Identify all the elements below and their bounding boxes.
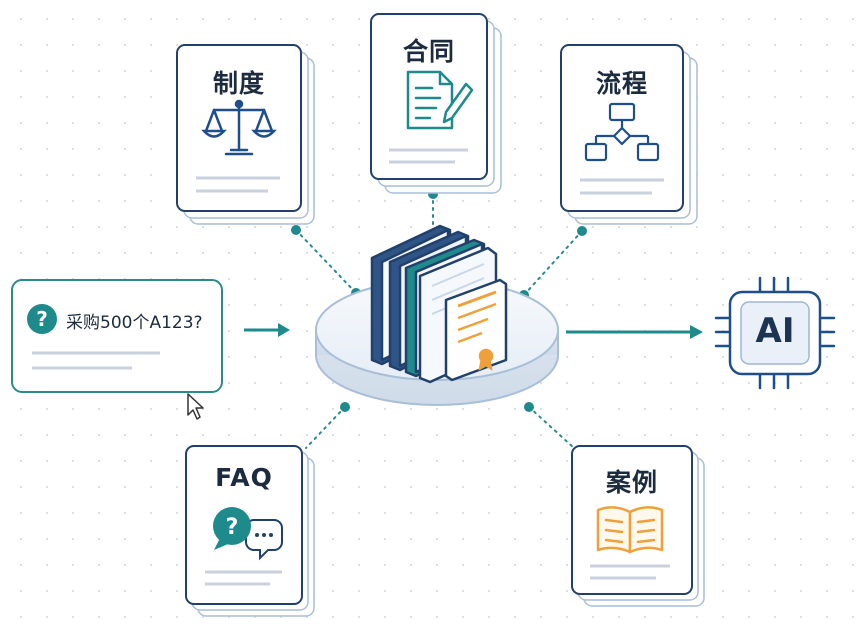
doc-title-process: 流程: [595, 69, 648, 98]
ai-chip-icon: [714, 276, 836, 390]
arrow-hub-to-ai: [566, 325, 703, 339]
doc-title-cases: 案例: [605, 468, 658, 497]
doc-cases: [571, 445, 705, 607]
mouse-cursor-icon: [187, 393, 204, 420]
contract-pen-icon: [406, 70, 474, 130]
doc-title-faq: FAQ: [215, 463, 273, 492]
doc-title-policy: 制度: [212, 69, 265, 98]
arrow-query-to-hub: [244, 323, 290, 337]
svg-text:?: ?: [226, 515, 239, 540]
faq-chat-icon: ?: [213, 507, 283, 561]
open-book-icon: [596, 506, 664, 554]
scales-icon: [201, 99, 277, 156]
doc-title-contract: 合同: [402, 37, 455, 66]
connectors: [295, 193, 583, 449]
svg-text:?: ?: [36, 307, 48, 331]
query-text: 采购500个A123?: [66, 313, 203, 333]
books-stack-icon: [370, 224, 508, 384]
ai-label: AI: [755, 311, 795, 351]
question-icon: ?: [27, 304, 57, 334]
query-card: [11, 279, 223, 393]
flowchart-icon: [584, 102, 660, 162]
